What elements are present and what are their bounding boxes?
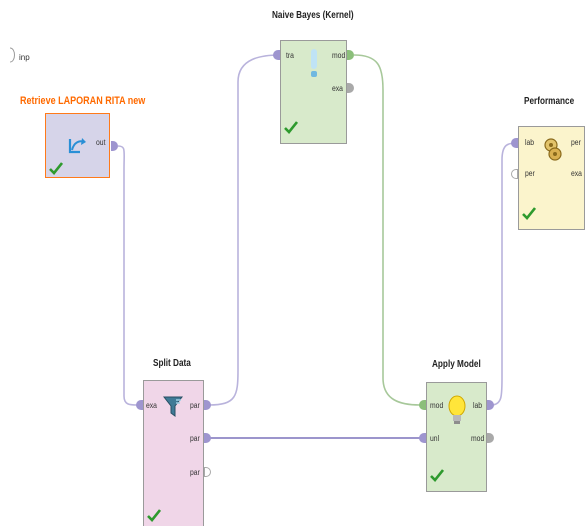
performance-operator-title: Performance: [524, 96, 575, 107]
process-input-port-label: inp: [19, 53, 30, 62]
retrieve-operator[interactable]: out: [45, 113, 110, 178]
connection-apply-model-to-performance[interactable]: [490, 142, 518, 406]
naive-bayes-port-tra[interactable]: [273, 50, 280, 60]
naive-bayes-port-mod-label: mod: [332, 51, 346, 60]
split-data-check-icon: [147, 509, 161, 522]
split-data-port-par2[interactable]: [204, 433, 211, 443]
apply-model-port-unl-label: unl: [430, 434, 440, 443]
performance-port-lab[interactable]: [511, 138, 518, 148]
apply-model-port-mod-out[interactable]: [487, 433, 494, 443]
apply-model-operator[interactable]: mod unl lab mod: [426, 382, 487, 492]
naive-bayes-operator-title: Naive Bayes (Kernel): [272, 10, 354, 21]
apply-model-check-icon: [430, 469, 444, 482]
naive-bayes-operator[interactable]: tra mod exa: [280, 40, 347, 144]
apply-model-port-mod-in-label: mod: [430, 401, 444, 410]
naive-bayes-port-exa[interactable]: [347, 83, 354, 93]
naive-bayes-icon: [311, 49, 317, 77]
performance-port-per-out-label: per: [571, 138, 581, 147]
apply-model-port-lab[interactable]: [487, 400, 494, 410]
split-data-port-par3[interactable]: [204, 467, 211, 477]
retrieve-check-icon: [49, 162, 63, 175]
performance-operator[interactable]: lab per per exa: [518, 126, 585, 230]
process-input-port[interactable]: [9, 47, 15, 63]
retrieve-icon: [68, 138, 86, 154]
apply-model-operator-title: Apply Model: [432, 359, 481, 370]
split-data-port-par3-label: par: [190, 468, 200, 477]
split-data-operator[interactable]: exa par par par: [143, 380, 204, 526]
split-data-port-par2-label: par: [190, 434, 200, 443]
performance-port-exa-label: exa: [571, 169, 582, 178]
retrieve-port-out[interactable]: [111, 141, 118, 151]
connection-split-to-naive-bayes[interactable]: [208, 54, 281, 406]
split-data-operator-title: Split Data: [153, 358, 191, 369]
performance-icon: [544, 138, 562, 161]
performance-port-per-in-label: per: [525, 169, 535, 178]
split-data-icon: [163, 396, 183, 417]
performance-port-lab-label: lab: [525, 138, 535, 147]
apply-model-port-mod-in[interactable]: [419, 400, 426, 410]
naive-bayes-port-exa-label: exa: [332, 84, 343, 93]
performance-check-icon: [522, 207, 536, 220]
split-data-port-exa-label: exa: [146, 401, 157, 410]
naive-bayes-check-icon: [284, 121, 298, 134]
split-data-port-par1[interactable]: [204, 400, 211, 410]
apply-model-port-mod-out-label: mod: [471, 434, 485, 443]
split-data-port-exa[interactable]: [136, 400, 143, 410]
connections: [117, 54, 518, 439]
split-data-port-par1-label: par: [190, 401, 200, 410]
apply-model-port-lab-label: lab: [473, 401, 483, 410]
retrieve-operator-title: Retrieve LAPORAN RITA new: [20, 95, 146, 107]
naive-bayes-port-mod[interactable]: [347, 50, 354, 60]
connection-retrieve-to-split[interactable]: [117, 145, 138, 406]
retrieve-port-out-label: out: [96, 138, 106, 147]
performance-port-per-in[interactable]: [511, 169, 518, 179]
connection-naive-bayes-to-apply-model[interactable]: [353, 54, 421, 406]
apply-model-port-unl[interactable]: [419, 433, 426, 443]
apply-model-lightbulb-icon: [448, 395, 466, 424]
naive-bayes-port-tra-label: tra: [286, 51, 294, 60]
